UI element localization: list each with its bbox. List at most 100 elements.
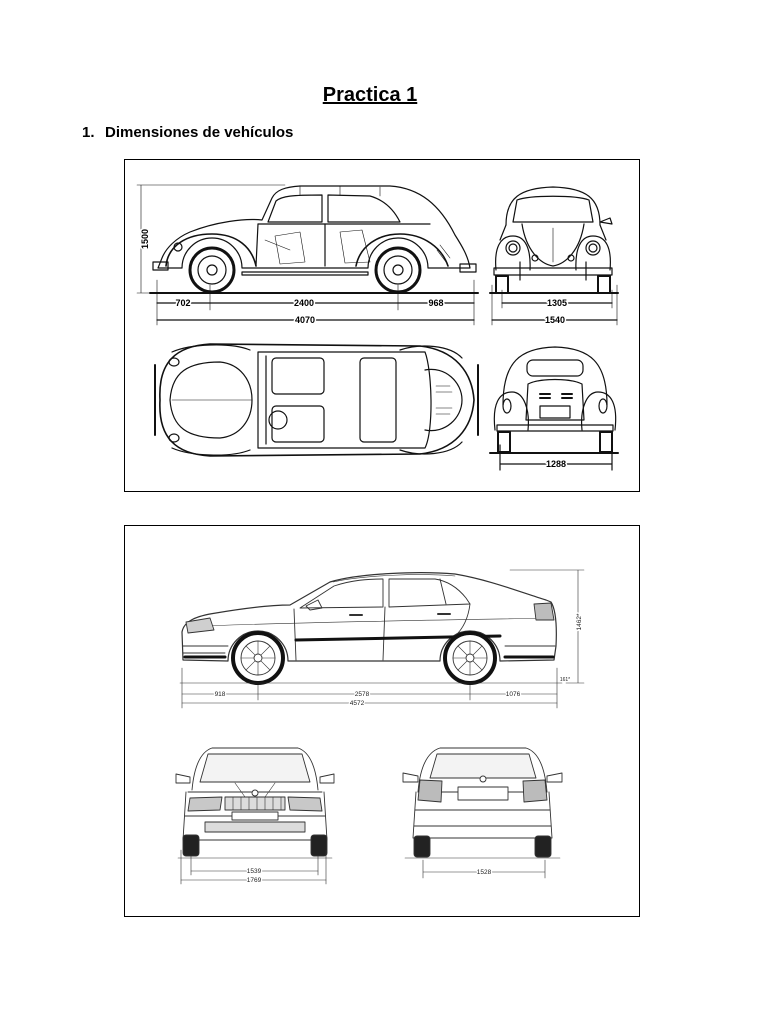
sedan-door-seams <box>293 603 471 661</box>
sedan-front-roof <box>191 747 319 791</box>
sedan-headlight <box>185 617 215 634</box>
front-bumper <box>493 261 613 281</box>
sedan-lower-grille <box>204 821 306 833</box>
sedan-front-body <box>182 791 328 841</box>
sedan-rear-left-tire <box>413 835 431 858</box>
sedan-height-dimension-line <box>509 569 585 684</box>
sedan-front-right-mirror <box>319 773 335 784</box>
sedan-clearance-label: 161* <box>560 677 570 683</box>
sedan-blueprint-drawing: 1462* 161* 918 2578 1076 4572 1539 1769 <box>175 569 585 885</box>
sedan-side-wheelbase-label: 2578 <box>355 691 370 698</box>
beetle-blueprint-drawing: 1500 702 2400 968 4070 1305 1540 <box>136 184 619 471</box>
beetle-side-view <box>152 185 477 294</box>
sedan-character-line <box>204 617 553 627</box>
sedan-side-body <box>181 572 557 662</box>
sedan-taillight <box>533 602 555 621</box>
rear-vents <box>539 393 573 399</box>
engine-vents <box>436 244 451 263</box>
length-dimension-lines <box>156 302 475 321</box>
top-front-right-seat <box>271 405 325 443</box>
front-rim <box>197 255 227 285</box>
page-title: Practica 1 <box>322 84 418 106</box>
top-body-outline <box>159 343 475 457</box>
front-mirror <box>599 217 613 225</box>
rear-left-taillight <box>502 398 512 414</box>
sedan-rear-left-mirror <box>402 772 419 783</box>
rear-bumper <box>496 424 614 432</box>
sedan-mirror <box>305 599 323 611</box>
sedan-front-left-mirror <box>175 773 191 784</box>
left-headlight-lens <box>508 243 518 253</box>
front-hub <box>206 264 218 276</box>
rear-engine-lid <box>525 378 585 421</box>
beetle-top-view <box>154 343 479 457</box>
front-right-fender <box>575 235 611 271</box>
sedan-rear-right-taillight <box>522 779 548 803</box>
front-body-sides <box>499 224 607 241</box>
sedan-right-headlight <box>287 796 323 812</box>
sedan-front-bumper <box>182 645 229 654</box>
sedan-side-extension-lines <box>181 667 558 709</box>
beetle-rear-view <box>489 346 619 471</box>
sedan-grille <box>224 796 286 811</box>
sedan-front-logo <box>251 789 259 797</box>
rear-rim <box>383 255 413 285</box>
sedan-rear-track-label: 1528 <box>477 869 492 876</box>
rear-license-plate <box>539 405 571 419</box>
interior-seats <box>264 229 371 265</box>
rear-right-taillight <box>598 398 608 414</box>
front-roof-outline <box>505 186 601 226</box>
figure-beetle-blueprint: 1500 702 2400 968 4070 1305 1540 <box>124 159 640 492</box>
sedan-rear-right-tire <box>534 835 552 858</box>
right-headlight <box>585 240 601 256</box>
sedan-quarter-pillar <box>439 578 447 605</box>
rear-right-tire <box>599 431 613 453</box>
running-board <box>241 271 369 276</box>
sedan-front-wheel <box>231 631 285 685</box>
front-left-fender <box>495 235 531 271</box>
rear-track-label: 1288 <box>546 459 566 469</box>
sedan-side-front-label: 918 <box>215 691 226 698</box>
rear-roof-outline <box>502 346 608 406</box>
sedan-rear-window <box>429 753 537 779</box>
rear-fender <box>355 233 449 267</box>
sedan-rear-plate <box>457 786 509 801</box>
top-right-headlight <box>168 433 180 443</box>
side-front-label: 702 <box>175 298 190 308</box>
sedan-side-rear-label: 1076 <box>506 691 521 698</box>
front-wheel <box>188 246 236 294</box>
beetle-front-view <box>489 186 619 326</box>
sedan-rear-view <box>402 747 563 879</box>
rear-window <box>526 359 584 377</box>
top-engine-lid <box>424 368 463 432</box>
top-engine-vents <box>435 385 453 415</box>
rear-hub <box>392 264 404 276</box>
sedan-front-plate <box>231 811 279 821</box>
front-track-label: 1305 <box>547 298 567 308</box>
rear-side-window <box>327 194 401 223</box>
sedan-left-headlight <box>187 796 223 812</box>
sedan-rear-logo <box>479 775 487 783</box>
sedan-rear-roof <box>417 747 548 793</box>
front-side-window <box>267 194 323 223</box>
sedan-rear-bumper-lines <box>413 809 552 827</box>
front-width-label: 1540 <box>545 315 565 325</box>
front-extension-lines <box>491 284 618 326</box>
sedan-side-view <box>179 569 585 709</box>
sedan-rear-wheel <box>443 631 497 685</box>
sedan-front-dimension-lines <box>180 870 327 881</box>
left-horn-grille <box>531 254 539 262</box>
sedan-hood-creases <box>234 782 276 798</box>
height-dimension-line <box>136 184 286 294</box>
sedan-rear-body <box>412 791 553 839</box>
left-headlight <box>505 240 521 256</box>
section-number: 1. <box>82 124 95 141</box>
bumpers <box>152 261 477 273</box>
door-edges <box>255 223 326 267</box>
section-heading: 1.Dimensiones de vehículos <box>82 124 293 141</box>
top-steering-wheel <box>268 410 288 430</box>
front-hood <box>521 223 585 267</box>
sedan-side-height-label: 1462* <box>576 613 583 630</box>
figure-sedan-blueprint: 1462* 161* 918 2578 1076 4572 1539 1769 <box>124 525 640 917</box>
